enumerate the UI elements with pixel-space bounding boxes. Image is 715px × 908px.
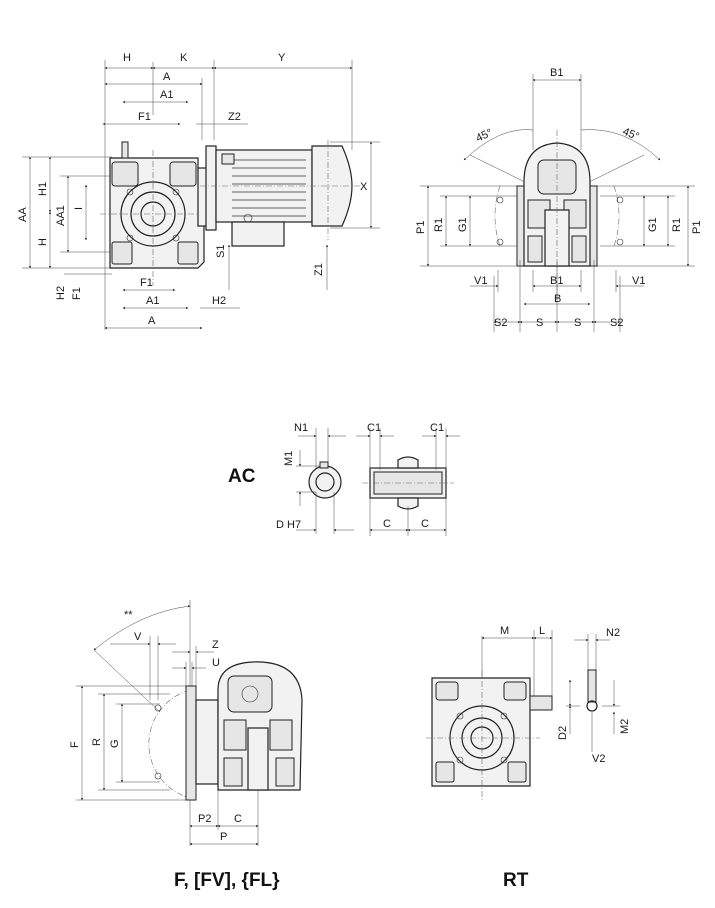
label-v: V [134,631,142,643]
label-n2: N2 [606,627,620,639]
label-g: G [109,739,121,748]
label-r1-left: R1 [433,218,445,232]
label-f: F [69,741,81,748]
label-k: K [180,52,188,64]
caption-rt: RT [503,870,529,891]
label-aa1: AA1 [55,205,67,226]
label-c-left: C [383,518,391,530]
label-v2: V2 [592,753,605,765]
label-h: H [123,52,131,64]
label-d2: D2 [557,726,569,740]
label-c1-left: C1 [367,422,381,434]
output-flange-f-view [76,600,303,846]
label-n1: N1 [294,422,308,434]
label-v1-right: V1 [632,275,645,287]
label-m2: M2 [619,719,631,734]
label-p2: P2 [198,813,211,825]
label-h1: H1 [37,182,49,196]
label-l: L [539,625,545,637]
label-z1: Z1 [313,263,325,276]
gearbox-motor-side-view [22,60,380,330]
label-s1: S1 [215,245,227,258]
label-angle-right: 45° [621,126,641,143]
label-h-lower: H [37,238,49,246]
label-m1: M1 [283,451,295,466]
label-a-bottom: A [148,315,156,327]
label-b: B [554,293,561,305]
label-u: U [212,657,220,669]
label-f1-left: F1 [71,287,83,300]
label-c1-right: C1 [430,422,444,434]
label-g1-right: G1 [647,217,659,232]
label-c-right: C [421,518,429,530]
gearbox-front-view [420,74,695,332]
label-g1-left: G1 [457,217,469,232]
label-a1: A1 [160,89,173,101]
label-aa: AA [17,207,29,222]
label-a: A [163,71,171,83]
label-z2: Z2 [228,111,241,123]
label-p1-left: P1 [415,221,427,234]
label-m: M [500,625,509,637]
label-f1-bottom: F1 [140,277,153,289]
label-c: C [234,813,242,825]
label-i: I [73,207,85,210]
label-h2-left: H2 [55,286,67,300]
label-r1-right: R1 [671,218,683,232]
label-double-star: ** [124,609,133,621]
label-s-left: S [536,317,543,329]
label-p: P [220,831,227,843]
label-a1-bottom: A1 [146,295,159,307]
label-y: Y [278,52,286,64]
label-f1: F1 [138,111,151,123]
label-b1-bottom: B1 [550,275,563,287]
label-b1-top: B1 [550,67,563,79]
label-r: R [91,738,103,746]
label-z: Z [212,639,219,651]
dimension-labels: H K Y A A1 F1 Z2 X AA H1 AA1 I H S1 Z1 H… [17,52,703,891]
label-p1-right: P1 [691,221,703,234]
label-h2-bottom: H2 [212,295,226,307]
hollow-shaft-ac-view [296,428,460,536]
caption-ac: AC [228,466,256,487]
caption-f: F, [FV], {FL} [174,870,280,891]
label-x: X [360,181,368,193]
label-d-h7: D H7 [276,519,301,531]
torque-arm-rt-view [426,630,620,800]
label-v1-left: V1 [474,275,487,287]
label-angle-left: 45° [474,127,494,145]
label-s-right: S [574,317,581,329]
label-s2-right: S2 [610,317,623,329]
label-s2-left: S2 [494,317,507,329]
